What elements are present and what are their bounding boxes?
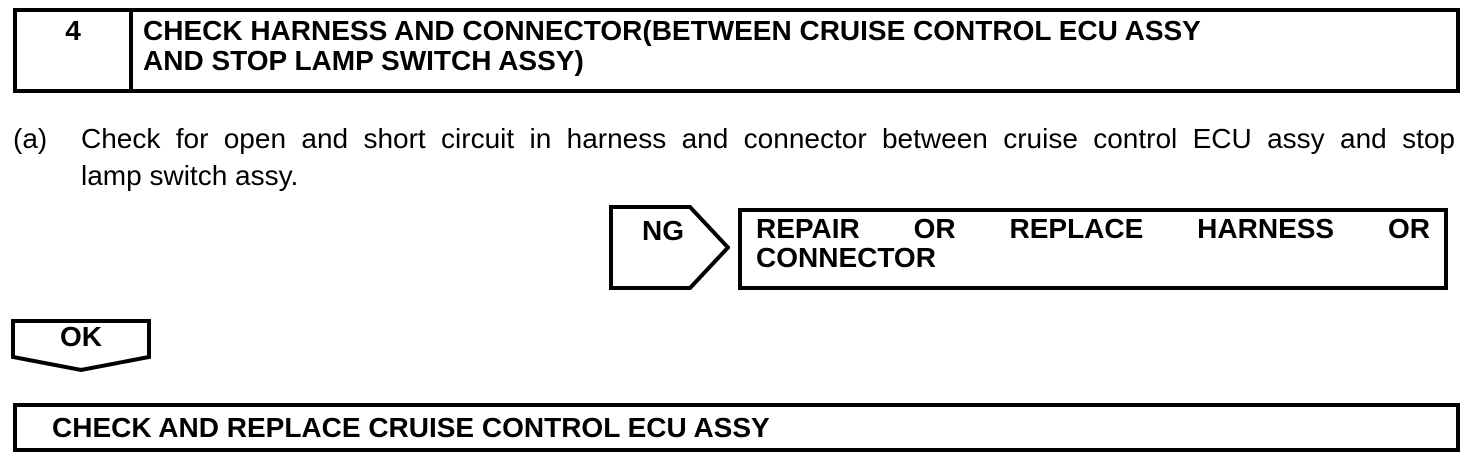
step-title: CHECK HARNESS AND CONNECTOR(BETWEEN CRUI… bbox=[133, 12, 1456, 89]
instruction-text: Check for open and short circuit in harn… bbox=[81, 120, 1455, 194]
ok-flag-icon bbox=[11, 319, 151, 373]
ng-result-line-2: CONNECTOR bbox=[756, 242, 936, 273]
instruction-paragraph: (a) Check for open and short circuit in … bbox=[13, 120, 1455, 194]
ng-result-box: REPAIR OR REPLACE HARNESS OR CONNECTOR bbox=[738, 208, 1448, 290]
instruction-marker: (a) bbox=[13, 123, 48, 154]
step-number: 4 bbox=[17, 12, 133, 89]
instruction-line-1: Check for open and short circuit in harn… bbox=[81, 123, 1455, 154]
instruction-line-2: lamp switch assy. bbox=[81, 160, 299, 191]
ng-result-line-1: REPAIR OR REPLACE HARNESS OR bbox=[756, 213, 1430, 244]
step-title-line-2: AND STOP LAMP SWITCH ASSY) bbox=[143, 45, 584, 76]
step-title-line-1: CHECK HARNESS AND CONNECTOR(BETWEEN CRUI… bbox=[143, 15, 1201, 46]
conclusion-text: CHECK AND REPLACE CRUISE CONTROL ECU ASS… bbox=[52, 412, 770, 443]
conclusion-box: CHECK AND REPLACE CRUISE CONTROL ECU ASS… bbox=[13, 403, 1460, 452]
ng-label: NG bbox=[642, 215, 684, 246]
ok-label: OK bbox=[60, 321, 102, 352]
step-header: 4 CHECK HARNESS AND CONNECTOR(BETWEEN CR… bbox=[13, 8, 1460, 93]
ng-arrow-icon bbox=[609, 205, 730, 290]
